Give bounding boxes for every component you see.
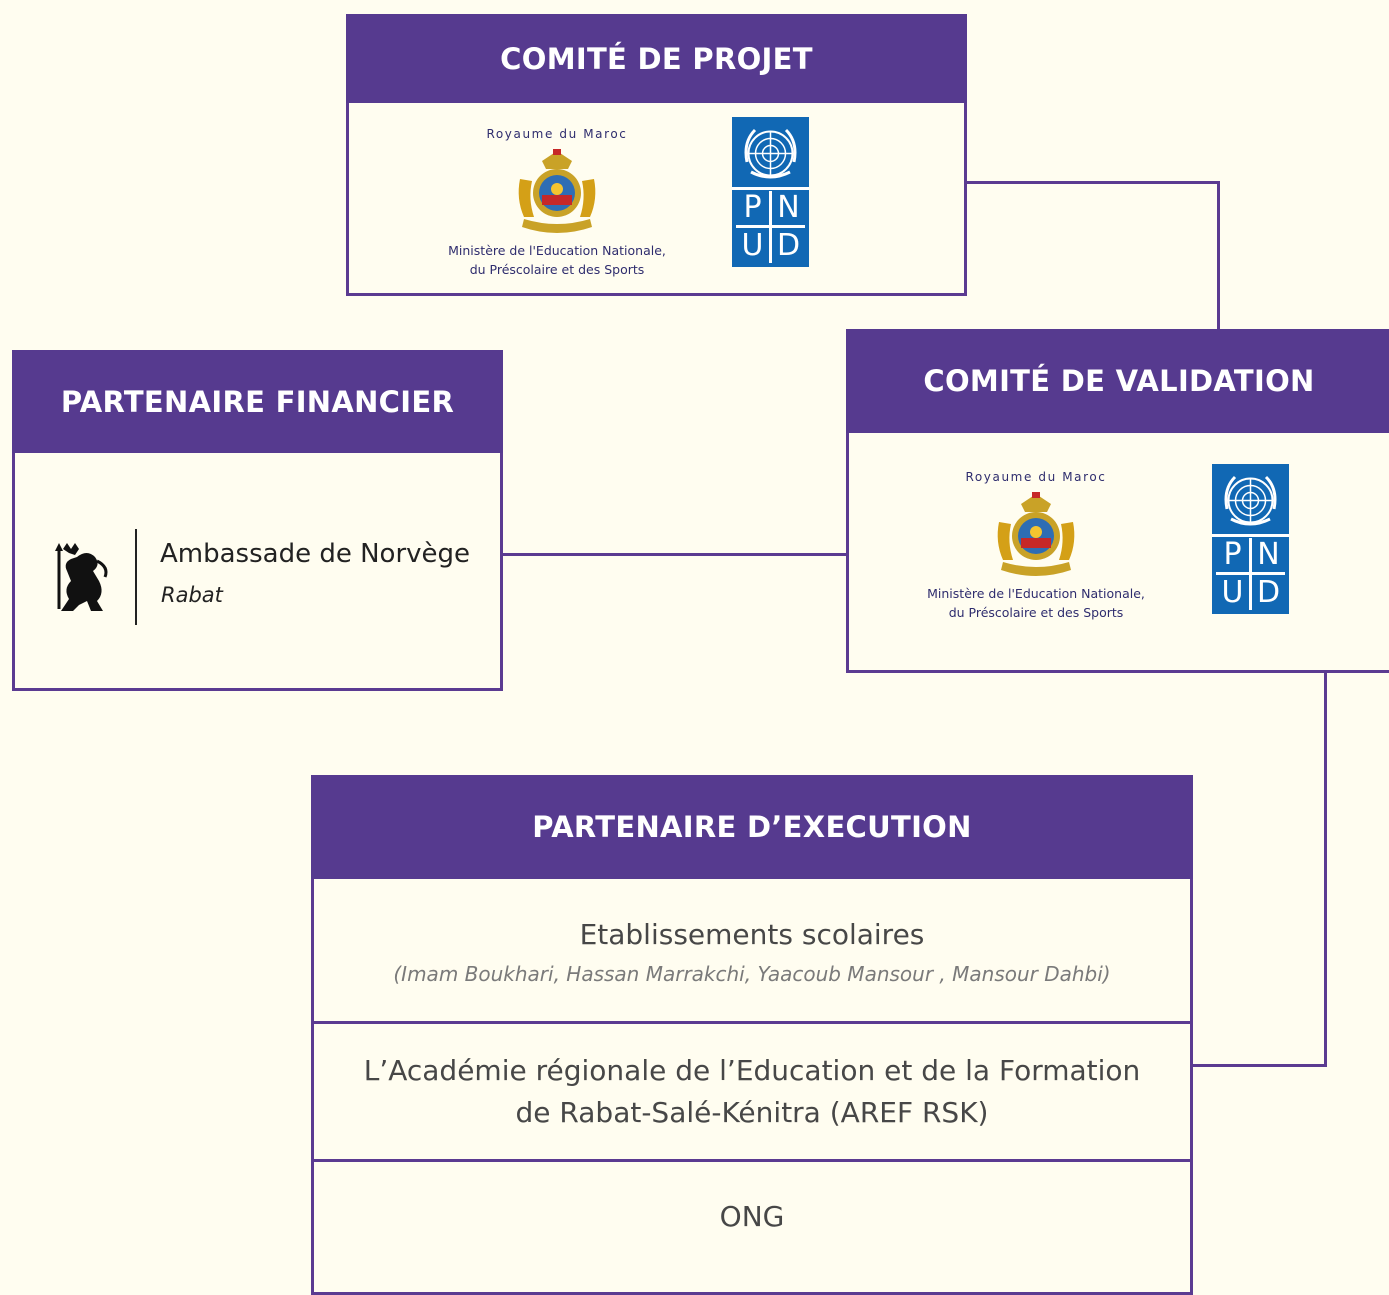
partenaire-execution-box: PARTENAIRE D’EXECUTION Etablissements sc… bbox=[311, 775, 1193, 1295]
morocco-coat-of-arms-icon bbox=[518, 149, 596, 233]
connector-validation-execution-h bbox=[1190, 1064, 1327, 1067]
row-etablissements-list: (Imam Boukhari, Hassan Marrakchi, Yaacou… bbox=[393, 962, 1111, 986]
pnud-letter-d: D bbox=[773, 229, 804, 262]
un-emblem-icon bbox=[744, 128, 797, 179]
row-separator bbox=[314, 1021, 1190, 1024]
connector-financier-validation bbox=[500, 553, 850, 556]
row-aref-line1: L’Académie régionale de l’Education et d… bbox=[363, 1053, 1141, 1087]
pnud-letter-u: U bbox=[1217, 576, 1248, 609]
row-separator bbox=[314, 1159, 1190, 1162]
pnud-letter-n: N bbox=[773, 191, 804, 224]
comite-projet-header: COMITÉ DE PROJET bbox=[346, 14, 967, 103]
execution-row-aref: L’Académie régionale de l’Education et d… bbox=[314, 1024, 1190, 1159]
pnud-letter-n: N bbox=[1253, 538, 1284, 571]
morocco-logo-ministry-text: Ministère de l'Education Nationale, du P… bbox=[448, 243, 666, 277]
execution-row-ong: ONG bbox=[314, 1162, 1190, 1272]
connector-projet-validation-v bbox=[1217, 181, 1220, 333]
comite-validation-header: COMITÉ DE VALIDATION bbox=[846, 329, 1389, 433]
partenaire-financier-title: PARTENAIRE FINANCIER bbox=[60, 384, 455, 419]
pnud-logo: P N U D bbox=[732, 117, 809, 267]
norway-lion-icon bbox=[55, 543, 108, 611]
partenaire-execution-header: PARTENAIRE D’EXECUTION bbox=[311, 775, 1193, 879]
partenaire-execution-title: PARTENAIRE D’EXECUTION bbox=[532, 810, 972, 844]
row-ong-title: ONG bbox=[719, 1200, 785, 1233]
norway-logo-divider bbox=[135, 529, 137, 625]
un-emblem-icon bbox=[1224, 475, 1277, 526]
morocco-logo-top-text: Royaume du Maroc bbox=[965, 470, 1107, 484]
pnud-letter-p: P bbox=[1217, 538, 1248, 571]
pnud-divider-h bbox=[736, 225, 805, 228]
partenaire-financier-header: PARTENAIRE FINANCIER bbox=[12, 350, 503, 453]
embassy-city: Rabat bbox=[161, 583, 223, 607]
pnud-letter-d: D bbox=[1253, 576, 1284, 609]
comite-projet-box: COMITÉ DE PROJET Royaume du Maroc Minist… bbox=[346, 14, 967, 296]
morocco-ministry-logo: Royaume du Maroc Ministère de l'Educatio… bbox=[906, 470, 1166, 622]
pnud-divider-h bbox=[1216, 572, 1285, 575]
execution-row-etablissements: Etablissements scolaires (Imam Boukhari,… bbox=[314, 879, 1190, 1021]
embassy-name: Ambassade de Norvège bbox=[160, 539, 471, 569]
pnud-letter-p: P bbox=[737, 191, 768, 224]
morocco-ministry-logo: Royaume du Maroc Ministère de l'Educatio… bbox=[427, 127, 687, 279]
morocco-logo-top-text: Royaume du Maroc bbox=[486, 127, 628, 141]
connector-validation-execution-v bbox=[1324, 670, 1327, 1067]
connector-projet-validation-h bbox=[964, 181, 1220, 184]
morocco-logo-ministry-text: Ministère de l'Education Nationale, du P… bbox=[927, 586, 1145, 620]
pnud-letter-u: U bbox=[737, 229, 768, 262]
morocco-coat-of-arms-icon bbox=[997, 492, 1075, 576]
row-etablissements-title: Etablissements scolaires bbox=[579, 918, 925, 951]
partenaire-financier-box: PARTENAIRE FINANCIER Ambassade de Norvèg… bbox=[12, 350, 503, 691]
comite-validation-box: COMITÉ DE VALIDATION Royaume du Maroc Mi… bbox=[846, 329, 1389, 673]
comite-validation-title: COMITÉ DE VALIDATION bbox=[923, 364, 1315, 398]
pnud-divider-top bbox=[1212, 534, 1289, 537]
comite-projet-title: COMITÉ DE PROJET bbox=[500, 41, 813, 76]
row-aref-line2: de Rabat-Salé-Kénitra (AREF RSK) bbox=[515, 1095, 989, 1129]
pnud-logo: P N U D bbox=[1212, 464, 1289, 614]
pnud-divider-top bbox=[732, 187, 809, 190]
